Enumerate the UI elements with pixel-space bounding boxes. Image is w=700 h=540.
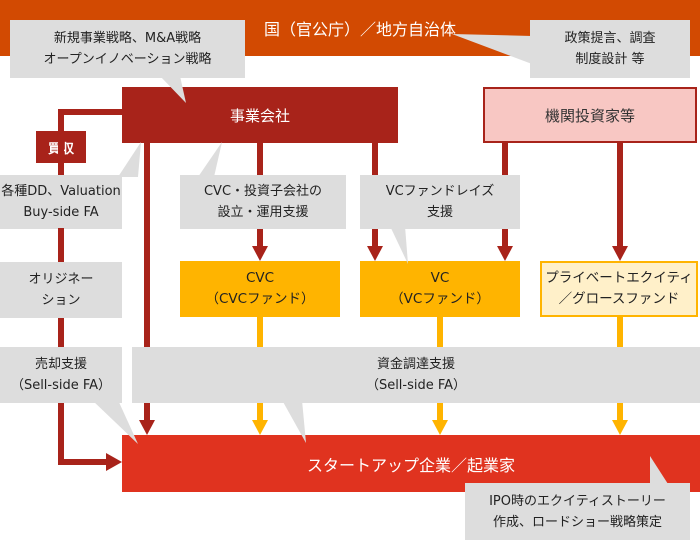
- vc-raise-line1: VCファンドレイズ: [385, 184, 495, 199]
- vc-to-startup-arrowhead: [432, 420, 448, 435]
- government-label: 国（官公庁）／地方自治体: [263, 20, 456, 39]
- cvc-setup-line2: 設立・運用支援: [217, 205, 309, 220]
- origination-callout: オリジネー ション: [0, 262, 122, 318]
- vc-raise-callout: VCファンドレイズ 支援: [360, 175, 520, 229]
- ipo-callout: IPO時のエクイティストーリー 作成、ロードショー戦略策定: [465, 483, 690, 540]
- origination-line2: ション: [41, 293, 81, 308]
- cvc-setup-callout-tail: [198, 142, 222, 177]
- sell-support-line1: 売却支援: [34, 357, 87, 372]
- origination-line1: オリジネー: [28, 272, 94, 287]
- fundraise-support-line1: 資金調達支援: [376, 357, 455, 372]
- vc-raise-line2: 支援: [426, 205, 453, 220]
- cvc-line2: （CVCファンド）: [205, 291, 315, 307]
- pe-node: プライベートエクイティ ／グロースファンド: [540, 261, 698, 317]
- policy-line1: 政策提言、調査: [564, 31, 656, 46]
- dd-callout-tail: [118, 142, 141, 177]
- policy-callout-tail: [452, 34, 532, 64]
- policy-line2: 制度設計 等: [575, 52, 645, 67]
- investors-to-pe-arrowhead: [612, 246, 628, 261]
- fundraise-support-callout-tail: [282, 400, 306, 443]
- dd-line2: Buy-side FA: [23, 205, 99, 220]
- vc-raise-callout-tail: [390, 226, 408, 264]
- pe-line2: ／グロースファンド: [558, 291, 680, 307]
- corp-strategy-line1: 新規事業戦略、M&A戦略: [53, 31, 202, 46]
- investors-label: 機関投資家等: [544, 106, 635, 125]
- corporate-node: 事業会社: [122, 87, 398, 143]
- cvc-node: CVC （CVCファンド）: [180, 261, 340, 317]
- corporate-to-startup-arrowhead: [139, 420, 155, 435]
- cvc-to-startup-arrowhead: [252, 420, 268, 435]
- vc-node: VC （VCファンド）: [360, 261, 520, 317]
- ipo-line2: 作成、ロードショー戦略策定: [492, 514, 662, 530]
- corporate-to-vc-arrowhead: [367, 246, 383, 261]
- ipo-callout-tail: [650, 456, 668, 484]
- corp-strategy-callout: 新規事業戦略、M&A戦略 オープンイノベーション戦略: [10, 20, 245, 78]
- acquisition-arrowhead: [106, 453, 122, 471]
- vc-line1: VC: [430, 270, 450, 286]
- investors-to-vc-arrowhead: [497, 246, 513, 261]
- ipo-line1: IPO時のエクイティストーリー: [489, 493, 666, 509]
- sell-support-line2: （Sell-side FA）: [10, 378, 112, 393]
- fundraise-support-callout: 資金調達支援 （Sell-side FA）: [132, 347, 700, 403]
- pe-line1: プライベートエクイティ: [545, 270, 693, 286]
- pe-to-startup-arrowhead: [612, 420, 628, 435]
- dd-callout: 各種DD、Valuation Buy-side FA: [0, 175, 122, 229]
- corporate-label: 事業会社: [229, 106, 290, 125]
- sell-support-callout-tail: [92, 400, 138, 444]
- startup-node: スタートアップ企業／起業家: [122, 435, 700, 492]
- vc-line2: （VCファンド）: [390, 291, 490, 307]
- corp-strategy-callout-tail: [160, 76, 186, 103]
- policy-callout: 政策提言、調査 制度設計 等: [530, 20, 690, 78]
- corporate-to-cvc-arrowhead: [252, 246, 268, 261]
- cvc-line1: CVC: [245, 270, 275, 286]
- corp-strategy-line2: オープンイノベーション戦略: [43, 52, 212, 67]
- cvc-setup-callout: CVC・投資子会社の 設立・運用支援: [180, 175, 346, 229]
- startup-label: スタートアップ企業／起業家: [306, 455, 515, 475]
- dd-line1: 各種DD、Valuation: [1, 184, 121, 199]
- investors-node: 機関投資家等: [483, 87, 697, 143]
- fundraise-support-line2: （Sell-side FA）: [365, 378, 467, 393]
- cvc-setup-line1: CVC・投資子会社の: [203, 184, 323, 199]
- sell-support-callout: 売却支援 （Sell-side FA）: [0, 347, 122, 403]
